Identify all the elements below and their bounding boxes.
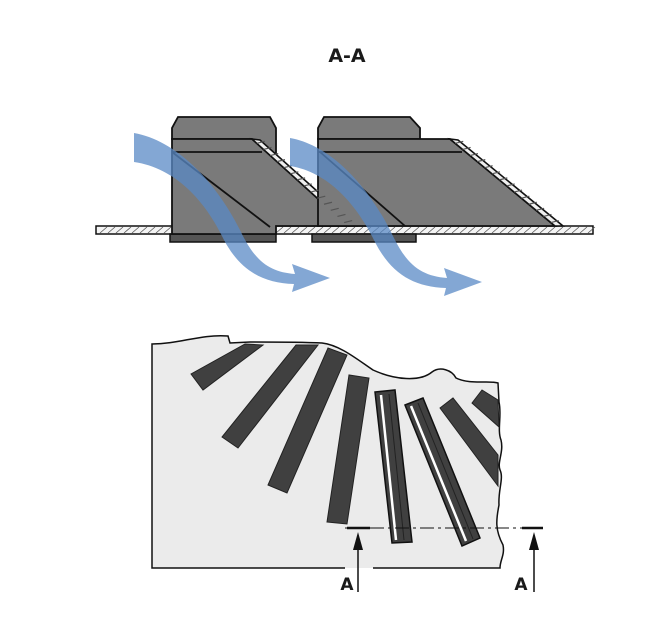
hatch-line (435, 226, 444, 234)
section-title: A-A (328, 45, 366, 67)
vane-bar-2 (221, 344, 320, 449)
hatch-line (291, 226, 300, 234)
hatch-line (459, 226, 468, 234)
hatch-line (528, 201, 537, 205)
hatch-line (499, 226, 508, 234)
hatch-line (331, 226, 340, 234)
section-label-right: A (514, 575, 528, 595)
hatch-line (275, 226, 284, 234)
hatch-line (290, 171, 299, 175)
hatch-line (455, 140, 464, 144)
hatch-line (563, 226, 572, 234)
section-label-left: A (340, 575, 354, 595)
hatch-line (155, 226, 164, 234)
hatch-line (317, 195, 326, 199)
hatch-line (147, 226, 156, 234)
airflow-arrow-2 (290, 138, 482, 296)
hatch-line (307, 226, 316, 234)
hatch-line (139, 226, 148, 234)
hatch-line (521, 195, 530, 199)
hatch-line (475, 226, 484, 234)
hatch-line (587, 226, 596, 234)
hatch-line (99, 226, 108, 234)
section-arrow-left-head (353, 532, 363, 550)
hatch-line (477, 159, 486, 163)
hatch-line (469, 152, 479, 157)
hatch-line (507, 226, 516, 234)
hatch-line (303, 183, 312, 187)
hatch-line (296, 177, 306, 181)
hatch-line (355, 226, 364, 234)
section-view (95, 116, 596, 296)
plate-outline (151, 334, 505, 569)
hatch-line (299, 226, 308, 234)
hatch-line (506, 183, 515, 187)
block-2 (311, 116, 566, 243)
hatch-line (499, 177, 508, 181)
hatch-line (484, 165, 493, 169)
hatch-line (263, 146, 272, 151)
hatch-line (323, 226, 332, 234)
section-arrow-right-head (529, 532, 539, 550)
hatch-line (451, 226, 460, 234)
vane-tube-1 (374, 389, 413, 544)
hatch-line (283, 226, 292, 234)
hatch-line (315, 226, 324, 234)
vane-bar-3 (267, 347, 348, 494)
hatch-line (403, 226, 412, 234)
hatch-line (115, 226, 124, 234)
vane-bar-4 (326, 374, 370, 525)
hatch-line (513, 189, 523, 193)
block-2-head (317, 116, 421, 140)
hatch-line (337, 213, 346, 218)
hatch-line (411, 226, 420, 234)
hatch-line (483, 226, 492, 234)
hatch-line (443, 226, 452, 234)
strip-hatching (256, 140, 559, 224)
hatch-line (579, 226, 588, 234)
hatch-line (330, 207, 339, 211)
hatch-line (491, 171, 501, 175)
hatch-line (323, 201, 333, 205)
hatch-line (347, 226, 356, 234)
hatch-line (123, 226, 132, 234)
hatch-line (515, 226, 524, 234)
hatch-line (131, 226, 140, 234)
hatch-line (276, 159, 286, 163)
hatch-line (395, 226, 404, 234)
plan-view: A A (151, 334, 543, 595)
block-2-base (311, 233, 417, 243)
airflow-arrow-1 (134, 133, 330, 292)
hatch-line (344, 219, 353, 224)
hatch-line (535, 207, 545, 211)
vane-bar-7 (439, 397, 499, 488)
hatch-line (555, 226, 564, 234)
hatch-line (550, 219, 559, 224)
vane-bar-8 (471, 389, 500, 429)
hatch-line (163, 226, 172, 234)
hatch-line (462, 146, 471, 151)
hatch-line (339, 226, 348, 234)
hatch-line (491, 226, 500, 234)
hatch-line (543, 213, 552, 218)
vane-bar-1 (190, 343, 265, 391)
vane-tube-2 (404, 397, 481, 548)
hatch-line (427, 226, 436, 234)
block-2-hatched-strip (447, 137, 566, 227)
hatch-line (419, 226, 428, 234)
hatch-line (531, 226, 540, 234)
hatch-line (310, 189, 319, 193)
hatch-line (107, 226, 116, 234)
hatch-line (467, 226, 476, 234)
hatch-line (547, 226, 556, 234)
hatch-line (270, 152, 279, 157)
hatch-line (539, 226, 548, 234)
hatch-line (571, 226, 580, 234)
hatch-line (523, 226, 532, 234)
hatch-line (256, 140, 265, 144)
